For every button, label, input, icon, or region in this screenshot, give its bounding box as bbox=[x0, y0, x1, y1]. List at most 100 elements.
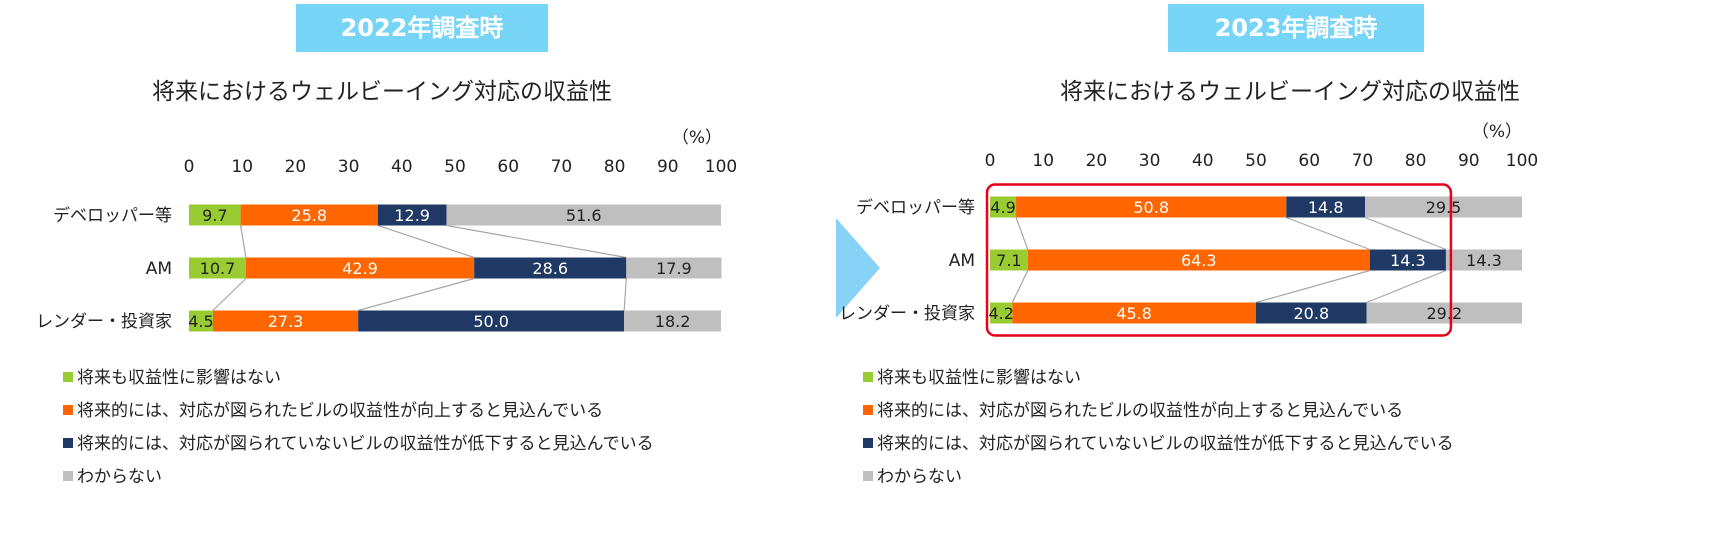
bar-segment bbox=[377, 204, 447, 226]
bar-segment bbox=[990, 196, 1017, 218]
x-tick-label: 0 bbox=[184, 157, 195, 177]
data-label: 7.1 bbox=[996, 251, 1021, 270]
data-label: 28.6 bbox=[532, 259, 568, 278]
series-connector-line bbox=[1364, 216, 1447, 251]
data-label: 10.7 bbox=[200, 259, 236, 278]
legend-swatch bbox=[863, 438, 873, 448]
legend-swatch bbox=[863, 471, 873, 481]
legend-swatch bbox=[863, 372, 873, 382]
bar-segment bbox=[990, 302, 1013, 324]
x-tick-label: 100 bbox=[705, 157, 737, 177]
data-label: 45.8 bbox=[1116, 304, 1152, 323]
data-label: 4.9 bbox=[990, 198, 1015, 217]
bar-segment bbox=[1369, 249, 1446, 271]
bar-segment bbox=[446, 204, 721, 226]
bar-segment bbox=[1256, 302, 1367, 324]
bar-segment bbox=[1365, 196, 1522, 218]
legend-label: 将来も収益性に影響はない bbox=[77, 368, 281, 388]
series-connector-line bbox=[1286, 216, 1371, 251]
category-label: レンダー・投資家 bbox=[839, 304, 975, 324]
x-tick-label: 80 bbox=[604, 157, 626, 177]
x-tick-label: 40 bbox=[1192, 151, 1214, 171]
bar-segment bbox=[1016, 196, 1287, 218]
bar-segment bbox=[189, 257, 246, 279]
x-tick-label: 0 bbox=[985, 151, 996, 171]
bar-segment bbox=[626, 257, 722, 279]
legend-label: わからない bbox=[77, 467, 162, 487]
series-connector-line bbox=[446, 224, 627, 259]
right-arrow-icon bbox=[836, 218, 880, 318]
x-tick-label: 90 bbox=[657, 157, 679, 177]
bar-segment bbox=[1445, 249, 1522, 271]
category-label: AM bbox=[949, 251, 975, 271]
data-label: 14.3 bbox=[1466, 251, 1502, 270]
x-tick-label: 30 bbox=[1139, 151, 1161, 171]
x-tick-label: 50 bbox=[444, 157, 466, 177]
year-badge: 2022年調査時 bbox=[296, 4, 548, 52]
legend-label: 将来的には、対応が図られていないビルの収益性が低下すると見込んでいる bbox=[77, 434, 654, 454]
highlight-frame bbox=[985, 183, 1453, 337]
series-connector-line bbox=[1255, 269, 1371, 304]
data-label: 12.9 bbox=[394, 206, 430, 225]
data-label: 20.8 bbox=[1294, 304, 1330, 323]
survey-2023-panel: 2023年調査時 将来におけるウェルビーイング対応の収益性 （%） 0 10 20 30… bbox=[839, 0, 1716, 546]
x-tick-label: 20 bbox=[285, 157, 307, 177]
series-connector-line bbox=[1015, 217, 1029, 250]
legend-swatch bbox=[63, 471, 73, 481]
x-tick-label: 60 bbox=[1298, 151, 1320, 171]
category-label: デベロッパー等 bbox=[856, 197, 975, 218]
unit-label: （%） bbox=[672, 128, 722, 148]
series-connector-line bbox=[240, 225, 247, 258]
legend-swatch bbox=[863, 405, 873, 415]
legend-label: 将来的には、対応が図られたビルの収益性が向上すると見込んでいる bbox=[877, 401, 1403, 421]
legend-swatch bbox=[63, 405, 73, 415]
data-label: 4.5 bbox=[188, 312, 213, 331]
bar-segment bbox=[474, 257, 627, 279]
category-label: デベロッパー等 bbox=[53, 205, 172, 226]
x-tick-label: 10 bbox=[1032, 151, 1054, 171]
legend-label: 将来も収益性に影響はない bbox=[877, 368, 1081, 388]
legend-swatch bbox=[63, 372, 73, 382]
legend-label: わからない bbox=[877, 467, 962, 487]
data-label: 42.9 bbox=[342, 259, 378, 278]
x-tick-label: 100 bbox=[1506, 151, 1538, 171]
x-tick-label: 60 bbox=[497, 157, 519, 177]
bar-segment bbox=[245, 257, 475, 279]
data-label: 50.0 bbox=[473, 312, 509, 331]
x-tick-label: 20 bbox=[1086, 151, 1108, 171]
unit-label: （%） bbox=[1472, 122, 1522, 142]
data-label: 50.8 bbox=[1133, 198, 1169, 217]
data-label: 9.7 bbox=[202, 206, 227, 225]
bar-segment bbox=[624, 310, 721, 332]
data-label: 29.2 bbox=[1427, 304, 1463, 323]
category-label: AM bbox=[146, 259, 172, 279]
year-badge: 2023年調査時 bbox=[1168, 4, 1424, 52]
data-label: 29.5 bbox=[1426, 198, 1462, 217]
data-label: 4.2 bbox=[988, 304, 1013, 323]
legend-label: 将来的には、対応が図られたビルの収益性が向上すると見込んでいる bbox=[77, 401, 603, 421]
bar-segment bbox=[1366, 302, 1522, 324]
series-connector-line bbox=[358, 277, 475, 312]
data-label: 14.3 bbox=[1390, 251, 1426, 270]
series-connector-line bbox=[623, 278, 627, 311]
bar-segment bbox=[189, 204, 241, 226]
series-connector-line bbox=[377, 224, 475, 259]
x-tick-label: 80 bbox=[1405, 151, 1427, 171]
data-label: 27.3 bbox=[268, 312, 304, 331]
bar-segment bbox=[358, 310, 625, 332]
bar-segment bbox=[1286, 196, 1366, 218]
series-connector-line bbox=[1011, 270, 1029, 303]
category-label: レンダー・投資家 bbox=[36, 312, 172, 332]
chart-title: 将来におけるウェルビーイング対応の収益性 bbox=[1060, 79, 1520, 105]
x-tick-label: 10 bbox=[231, 157, 253, 177]
x-tick-label: 50 bbox=[1245, 151, 1267, 171]
x-tick-label: 40 bbox=[391, 157, 413, 177]
x-tick-label: 70 bbox=[551, 157, 573, 177]
x-tick-label: 70 bbox=[1352, 151, 1374, 171]
data-label: 18.2 bbox=[655, 312, 691, 331]
data-label: 17.9 bbox=[656, 259, 692, 278]
bar-segment bbox=[1027, 249, 1370, 271]
x-tick-label: 30 bbox=[338, 157, 360, 177]
